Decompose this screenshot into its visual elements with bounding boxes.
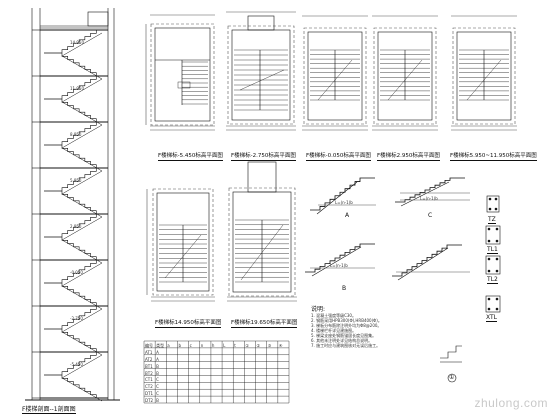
table-cell: DT2 — [145, 398, 154, 404]
notes-title: 说明: — [311, 306, 326, 313]
detail-c-label: C — [428, 212, 433, 219]
plan-7-title: F楼梯标19.650标高平面图 — [231, 320, 298, 328]
plan-5-drawing — [451, 15, 517, 131]
detail-a-drawing — [310, 177, 376, 215]
table-cell: AT1 — [145, 349, 153, 355]
table-cell: C — [156, 384, 159, 390]
detail-d-drawing — [392, 244, 470, 281]
beam-tl1-label: TL1 — [487, 246, 498, 254]
section-level-label: 2.950 — [70, 224, 82, 230]
note-line: 6. 其他未注明处详见结构总说明。 — [311, 338, 373, 343]
section-level-label: 14.950 — [70, 40, 84, 46]
plan-3-drawing — [302, 15, 368, 131]
table-cell: C — [156, 377, 159, 383]
stair-table-grid — [143, 340, 290, 404]
table-header-cell: ② — [256, 343, 261, 348]
table-cell: A — [156, 356, 159, 362]
table-cell: CT2 — [145, 384, 153, 390]
table-cell: B — [156, 398, 159, 404]
plan-7-drawing — [227, 161, 297, 302]
section-level-label: 11.950 — [70, 86, 84, 92]
beam-xtl-label: XTL — [486, 314, 498, 322]
table-header-cell: n — [200, 343, 204, 348]
beam-tz-label: TZ — [488, 216, 496, 224]
detail-a-label: A — [345, 212, 350, 219]
detail-b-drawing — [305, 243, 375, 277]
table-cell: BT1 — [145, 363, 153, 369]
table-header-cell: c — [189, 343, 192, 348]
table-cell: B — [156, 370, 159, 376]
landing-detail — [440, 345, 462, 383]
note-line: 2. 钢筋采用HPB300(Φ),HRB400(Φ)。 — [311, 318, 382, 323]
detail-c-dim: L=(n-1)b — [420, 196, 438, 201]
watermark: zhulong.com — [474, 396, 548, 410]
stair-section-drawing — [25, 8, 120, 402]
table-header-cell: h — [211, 343, 215, 348]
plan-2-drawing — [226, 11, 296, 131]
plan-6-drawing — [146, 188, 215, 302]
table-header-cell: b — [178, 343, 181, 348]
detail-b-label: B — [342, 285, 347, 292]
plan-2-title: F楼梯标-2.750标高平面图 — [231, 153, 296, 161]
table-header-cell: ③ — [267, 343, 272, 348]
table-header-cell: 编号 — [145, 343, 153, 348]
table-cell: CT1 — [145, 377, 153, 383]
plan-3-title: F楼梯标-0.050标高平面图 — [306, 153, 371, 161]
plan-4-drawing — [372, 15, 438, 131]
detail-b-dim: L=(n-1)b — [330, 263, 348, 268]
table-header-cell: 类型 — [156, 343, 165, 348]
section-level-label: 8.950 — [70, 132, 82, 138]
plan-1-title: F楼梯标-5.450标高平面图 — [158, 153, 223, 161]
beam-sections — [485, 195, 501, 313]
table-cell: AT2 — [145, 356, 153, 362]
note-line: 7. 施工时应与建筑图核对无误后施工。 — [311, 343, 381, 348]
note-line: 4. 楼梯栏杆详见建施图。 — [311, 328, 357, 333]
table-cell: C — [156, 391, 159, 397]
detail-circle-mark: ① — [449, 374, 455, 381]
note-line: 5. 梯梁支座处钢筋锚固长度见图集。 — [311, 333, 377, 338]
plan-4-title: F楼梯标2.950标高平面图 — [377, 153, 440, 161]
table-header-cell: L — [223, 343, 226, 348]
plan-6-title: F楼梯标14.950标高平面图 — [155, 320, 222, 328]
table-header-cell: t — [234, 343, 236, 348]
section-level-label: -0.050 — [70, 270, 83, 276]
detail-c-drawing — [395, 177, 470, 207]
plan-1-drawing — [145, 14, 215, 131]
section-level-label: 5.950 — [70, 178, 82, 184]
plan-5-title: F楼梯标5.950~11.950标高平面图 — [450, 153, 537, 161]
table-header-cell: ④ — [278, 343, 283, 348]
table-header-cell: ① — [245, 343, 249, 348]
table-cell: DT1 — [145, 391, 154, 397]
table-cell: BT2 — [145, 370, 153, 376]
table-cell: A — [156, 349, 159, 355]
beam-tl2-label: TL2 — [487, 276, 498, 284]
section-level-label: -5.450 — [70, 362, 83, 368]
notes-list: 1. 混凝土强度等级C30。2. 钢筋采用HPB300(Φ),HRB400(Φ)… — [311, 313, 481, 348]
note-line: 3. 梯板分布筋除注明外均为Φ8@200。 — [311, 323, 382, 328]
detail-a-dim: L=(n-1)b — [335, 200, 353, 205]
section-title: F楼梯剖面--1剖面图 — [22, 406, 76, 414]
section-level-label: -2.750 — [70, 316, 83, 322]
table-cell: B — [156, 363, 159, 369]
table-header-cell: a — [167, 343, 170, 348]
note-line: 1. 混凝土强度等级C30。 — [311, 313, 356, 318]
